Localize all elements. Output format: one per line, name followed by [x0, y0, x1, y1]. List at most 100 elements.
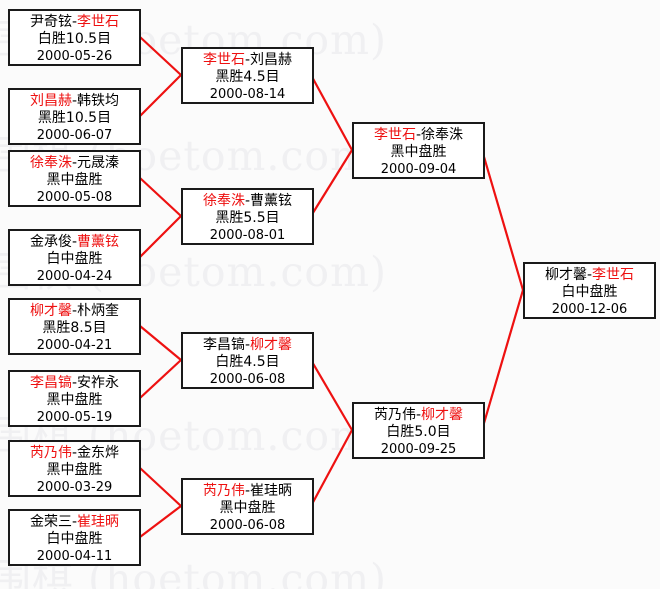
match-result: 黑中盘胜: [46, 462, 103, 478]
match-date: 2000-06-08: [209, 518, 286, 533]
match-players: 金荣三-崔珪昞: [10, 514, 139, 531]
match-box[interactable]: 徐奉洙-曹薰铉黑胜5.5目 2000-08-01: [181, 188, 314, 245]
match-date: 2000-08-01: [209, 228, 286, 243]
player-right: 柳才馨: [421, 407, 464, 423]
match-date: 2000-05-19: [36, 410, 113, 425]
player-right: 朴炳奎: [77, 303, 120, 319]
player-right: 曹薰铉: [77, 234, 120, 250]
player-separator: -: [71, 93, 78, 109]
player-right: 崔珪昞: [250, 483, 293, 499]
player-left: 芮乃伟: [29, 445, 72, 461]
match-players: 柳才馨-李世石: [525, 267, 654, 284]
connector-line: [139, 505, 182, 538]
player-left: 李昌镐: [29, 375, 72, 391]
player-separator: -: [71, 445, 78, 461]
match-date: 2000-03-29: [36, 480, 113, 495]
match-players: 芮乃伟-柳才馨: [354, 407, 483, 424]
match-players: 李昌镐-柳才馨: [183, 337, 312, 354]
match-box[interactable]: 李世石-刘昌赫黑胜4.5目 2000-08-14: [181, 47, 314, 104]
player-right: 韩铁均: [77, 93, 120, 109]
match-result: 白胜5.0目: [386, 424, 451, 440]
connector-line: [480, 149, 525, 291]
player-separator: -: [415, 407, 422, 423]
match-result: 白胜4.5目: [215, 354, 280, 370]
match-result: 黑中盘胜: [46, 172, 103, 188]
player-separator: -: [71, 303, 78, 319]
match-date: 2000-04-24: [36, 269, 113, 284]
match-players: 尹奇铉-李世石: [10, 14, 139, 31]
player-left: 柳才馨: [29, 303, 72, 319]
player-right: 李世石: [77, 14, 120, 30]
player-separator: -: [71, 14, 78, 30]
match-players: 李世石-徐奉洙: [354, 127, 483, 144]
match-players: 芮乃伟-崔珪昞: [183, 483, 312, 500]
match-date: 2000-08-14: [209, 87, 286, 102]
match-players: 李世石-刘昌赫: [183, 52, 312, 69]
match-box[interactable]: 徐奉洙-元晟溱黑中盘胜 2000-05-08: [8, 150, 141, 207]
match-date: 2000-06-08: [209, 372, 286, 387]
player-separator: -: [244, 52, 251, 68]
connector-line: [139, 177, 182, 217]
player-separator: -: [244, 483, 251, 499]
match-date: 2000-12-06: [551, 302, 628, 317]
match-players: 李昌镐-安祚永: [10, 375, 139, 392]
connector-line: [310, 429, 353, 507]
player-left: 柳才馨: [544, 267, 587, 283]
match-box[interactable]: 芮乃伟-柳才馨白胜5.0目 2000-09-25: [352, 402, 485, 459]
match-players: 芮乃伟-金东烨: [10, 445, 139, 462]
match-result: 黑中盘胜: [46, 392, 103, 408]
match-result: 黑胜5.5目: [215, 210, 280, 226]
player-separator: -: [71, 375, 78, 391]
match-players: 徐奉洙-曹薰铉: [183, 193, 312, 210]
match-box[interactable]: 刘昌赫-韩铁均黑胜10.5目 2000-06-07: [8, 88, 141, 145]
match-result: 黑胜4.5目: [215, 69, 280, 85]
match-players: 金承俊-曹薰铉: [10, 234, 139, 251]
player-right: 崔珪昞: [77, 514, 120, 530]
connector-line: [139, 36, 182, 76]
match-box[interactable]: 柳才馨-李世石白中盘胜 2000-12-06: [523, 262, 656, 319]
match-result: 黑胜10.5目: [37, 110, 112, 126]
match-result: 黑胜8.5目: [42, 320, 107, 336]
match-result: 白中盘胜: [46, 251, 103, 267]
match-box[interactable]: 李昌镐-柳才馨白胜4.5目 2000-06-08: [181, 332, 314, 389]
player-left: 徐奉洙: [202, 193, 245, 209]
match-box[interactable]: 柳才馨-朴炳奎黑胜8.5目 2000-04-21: [8, 298, 141, 355]
player-left: 李世石: [373, 127, 416, 143]
match-box[interactable]: 芮乃伟-金东烨黑中盘胜 2000-03-29: [8, 440, 141, 497]
player-separator: -: [71, 234, 78, 250]
match-date: 2000-05-08: [36, 190, 113, 205]
player-right: 安祚永: [77, 375, 120, 391]
player-left: 李昌镐: [202, 337, 245, 353]
match-players: 刘昌赫-韩铁均: [10, 93, 139, 110]
player-left: 金承俊: [29, 234, 72, 250]
player-left: 刘昌赫: [29, 93, 72, 109]
player-separator: -: [244, 193, 251, 209]
match-box[interactable]: 金承俊-曹薰铉白中盘胜 2000-04-24: [8, 229, 141, 286]
player-right: 曹薰铉: [250, 193, 293, 209]
player-left: 金荣三: [29, 514, 72, 530]
match-box[interactable]: 李昌镐-安祚永黑中盘胜 2000-05-19: [8, 370, 141, 427]
connector-line: [310, 359, 353, 431]
match-result: 白胜10.5目: [37, 31, 112, 47]
match-result: 白中盘胜: [561, 284, 618, 300]
match-box[interactable]: 尹奇铉-李世石白胜10.5目 2000-05-26: [8, 9, 141, 66]
connector-line: [480, 289, 525, 431]
match-result: 黑中盘胜: [390, 144, 447, 160]
player-left: 芮乃伟: [373, 407, 416, 423]
player-left: 芮乃伟: [202, 483, 245, 499]
connector-line: [139, 325, 182, 361]
match-players: 柳才馨-朴炳奎: [10, 303, 139, 320]
match-result: 白中盘胜: [46, 531, 103, 547]
player-right: 李世石: [592, 267, 635, 283]
player-separator: -: [415, 127, 422, 143]
match-date: 2000-05-26: [36, 49, 113, 64]
match-players: 徐奉洙-元晟溱: [10, 155, 139, 172]
match-date: 2000-09-25: [380, 442, 457, 457]
match-date: 2000-04-21: [36, 338, 113, 353]
match-date: 2000-06-07: [36, 128, 113, 143]
player-separator: -: [71, 514, 78, 530]
